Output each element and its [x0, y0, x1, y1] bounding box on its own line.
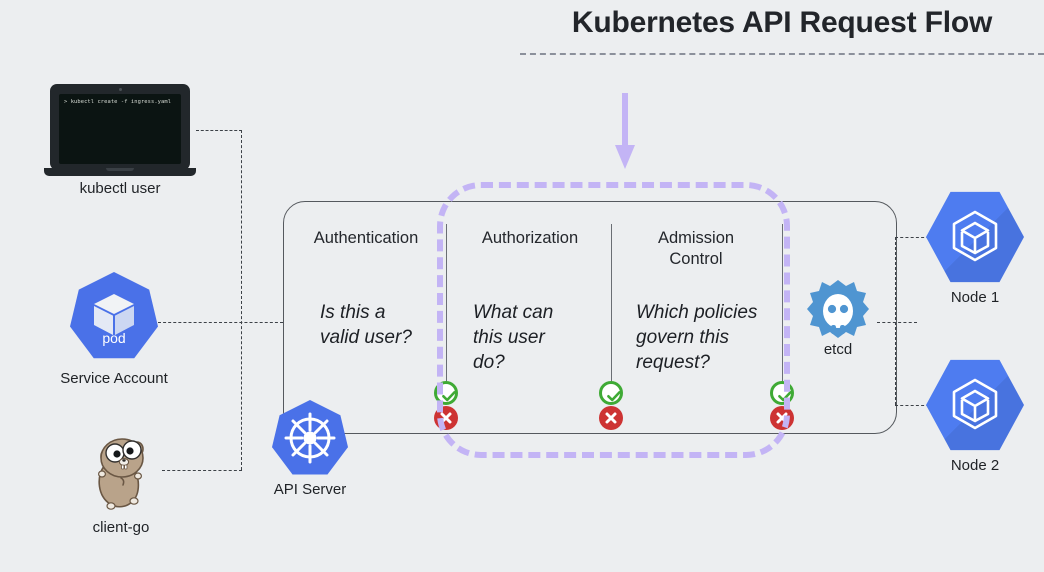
label-etcd: etcd	[823, 341, 853, 358]
phase-divider-1	[446, 224, 447, 386]
title-underline	[520, 53, 1044, 55]
check-circle-icon	[599, 381, 623, 405]
phase-divider-3	[782, 224, 783, 386]
connector-right-bus	[895, 237, 896, 405]
gopher-icon	[80, 432, 162, 514]
terminal-command: > kubectl create -f ingress.yaml	[64, 99, 172, 105]
pod-icon-caption: pod	[102, 330, 126, 346]
laptop-icon: > kubectl create -f ingress.yaml	[44, 84, 196, 184]
phase-question-admission-control: Which policies govern this request?	[636, 302, 758, 374]
admission-chain-highlight	[437, 182, 790, 458]
label-kubectl-user: kubectl user	[79, 180, 161, 197]
connector-client-go	[162, 470, 242, 471]
label-api-server: API Server	[273, 481, 347, 498]
label-node-2: Node 2	[950, 457, 1000, 474]
api-server-pipeline-panel	[283, 201, 897, 434]
page-title: Kubernetes API Request Flow	[571, 6, 993, 39]
connector-node-2	[895, 405, 945, 406]
node-icon	[926, 191, 1024, 283]
pod-icon: pod	[70, 272, 158, 359]
down-arrow-icon	[612, 93, 638, 169]
connector-service-account	[158, 322, 283, 323]
connector-node-1	[895, 237, 945, 238]
node-icon	[926, 359, 1024, 451]
etcd-icon	[805, 278, 871, 342]
phase-title-admission-control: Admission Control	[657, 229, 735, 269]
phase-title-authorization: Authorization	[481, 229, 579, 247]
phase-title-authentication: Authentication	[313, 229, 419, 247]
connector-kubectl	[196, 130, 242, 131]
phase-question-authentication: Is this a valid user?	[320, 302, 412, 349]
label-service-account: Service Account	[60, 370, 168, 387]
label-node-1: Node 1	[950, 289, 1000, 306]
x-circle-icon	[599, 406, 623, 430]
connector-panel-right	[877, 322, 917, 323]
label-client-go: client-go	[92, 519, 150, 536]
phase-divider-2	[611, 224, 612, 386]
phase-question-authorization: What can this user do?	[473, 302, 554, 374]
connector-left-bus	[241, 130, 242, 470]
